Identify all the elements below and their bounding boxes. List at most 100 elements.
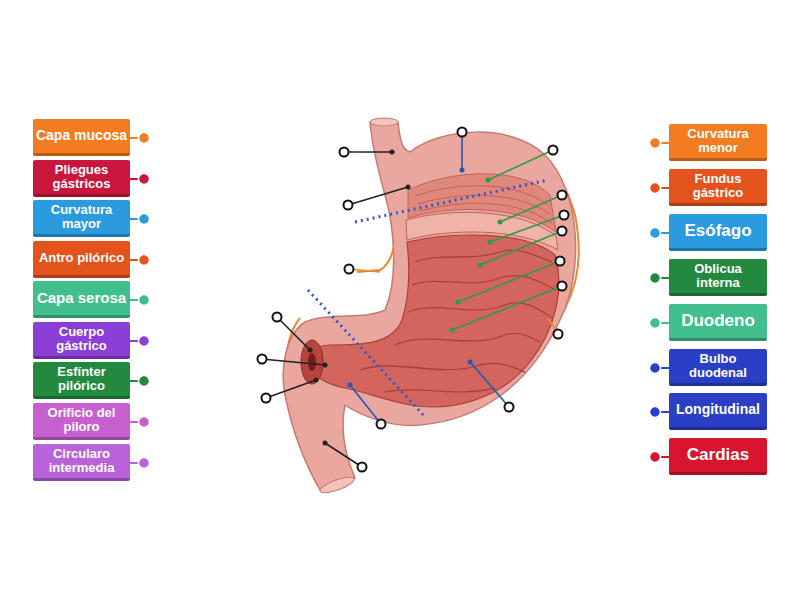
esophagus-opening	[370, 118, 398, 126]
label-text: Capa serosa	[37, 290, 126, 306]
handle-dot	[126, 252, 150, 268]
drop-target	[273, 313, 282, 322]
label-tile: Orificio del piloro	[33, 403, 130, 440]
label-tile: Antro pilórico	[33, 241, 130, 278]
label-text: Curvatura mayor	[35, 203, 128, 231]
label-text: Capa mucosa	[36, 128, 127, 143]
leader-line	[480, 231, 562, 265]
drop-target	[560, 211, 569, 220]
handle-dot	[126, 211, 150, 227]
mucosa-cut	[310, 235, 559, 407]
drop-target	[549, 146, 558, 155]
region-line	[308, 290, 426, 418]
drop-target	[558, 282, 567, 291]
pyloric-sphincter	[301, 340, 323, 384]
pyloric-orifice	[308, 353, 316, 371]
gastric-fold	[408, 303, 552, 318]
gastric-fold	[412, 276, 556, 290]
leader-line	[500, 195, 562, 222]
label-text: Duodeno	[681, 312, 755, 330]
label-tile: Curvatura mayor	[33, 200, 130, 237]
leader-end	[323, 363, 328, 368]
label-tile: Capa mucosa	[33, 119, 130, 156]
leader-line	[461, 132, 463, 170]
leader-line	[490, 215, 564, 242]
leader-end	[488, 240, 493, 245]
leader-lines	[262, 132, 564, 467]
handle-dot-mark	[139, 335, 150, 346]
drop-target	[340, 148, 349, 157]
leader-line	[350, 385, 381, 424]
drop-target	[558, 227, 567, 236]
handle-dot	[649, 135, 673, 151]
label-tile: Esófago	[669, 214, 767, 251]
handle-dot-mark	[650, 406, 661, 417]
drop-target	[558, 191, 567, 200]
drop-target	[262, 394, 271, 403]
label-text: Longitudinal	[676, 402, 760, 417]
leader-end	[348, 383, 353, 388]
leader-end	[450, 328, 455, 333]
handle-dot-mark	[139, 132, 150, 143]
label-text: Pliegues gástricos	[35, 163, 128, 191]
leader-end	[308, 348, 313, 353]
label-text: Fundus gástrico	[671, 172, 765, 200]
handle-dot	[649, 449, 673, 465]
drop-target	[554, 330, 563, 339]
label-tile: Cuerpo gástrico	[33, 322, 130, 359]
label-tile: Cardias	[669, 438, 767, 475]
leader-line	[325, 443, 362, 467]
handle-dot-mark	[650, 451, 661, 462]
leader-line	[470, 362, 509, 407]
label-tile: Esfínter pilórico	[33, 362, 130, 399]
leader-line	[452, 286, 562, 330]
region-lines	[308, 180, 548, 418]
label-tile: Duodeno	[669, 304, 767, 341]
handle-dot	[126, 171, 150, 187]
gastric-folds	[360, 250, 556, 392]
label-text: Esófago	[684, 222, 751, 240]
label-tile: Longitudinal	[669, 393, 767, 430]
handle-dot-mark	[139, 457, 150, 468]
gastric-fold	[415, 250, 552, 262]
leader-line	[458, 261, 560, 302]
drop-target	[556, 257, 565, 266]
leader-line	[266, 380, 316, 398]
leader-end	[478, 263, 483, 268]
drop-target	[505, 403, 514, 412]
handle-dot-mark	[650, 362, 661, 373]
label-text: Curvatura menor	[671, 127, 765, 155]
handle-dot	[126, 373, 150, 389]
handle-dot	[649, 180, 673, 196]
leader-line	[262, 359, 325, 365]
drop-targets	[258, 128, 569, 472]
handle-dot	[649, 315, 673, 331]
label-text: Cuerpo gástrico	[35, 325, 128, 353]
leader-end	[486, 178, 491, 183]
handle-dot	[126, 333, 150, 349]
leader-end	[323, 441, 328, 446]
label-text: Cardias	[687, 446, 749, 464]
leader-line	[488, 150, 553, 180]
drop-target	[345, 265, 354, 274]
handle-dot	[649, 225, 673, 241]
gastric-fold	[360, 363, 525, 372]
handle-dot	[126, 130, 150, 146]
handle-dot-mark	[650, 272, 661, 283]
leader-line	[348, 187, 408, 205]
drop-target	[258, 355, 267, 364]
label-tile: Circularo intermedia	[33, 444, 130, 481]
handle-dot-mark	[139, 173, 150, 184]
handle-dot-mark	[139, 294, 150, 305]
leader-line	[277, 317, 310, 350]
handle-dot-mark	[650, 227, 661, 238]
label-text: Antro pilórico	[39, 251, 124, 265]
handle-dot-mark	[139, 375, 150, 386]
handle-dot	[126, 414, 150, 430]
handle-dot-mark	[650, 182, 661, 193]
drop-target	[377, 420, 386, 429]
label-text: Oblicua interna	[671, 262, 765, 290]
handle-dot	[649, 360, 673, 376]
leader-end	[390, 150, 395, 155]
leader-end	[456, 300, 461, 305]
